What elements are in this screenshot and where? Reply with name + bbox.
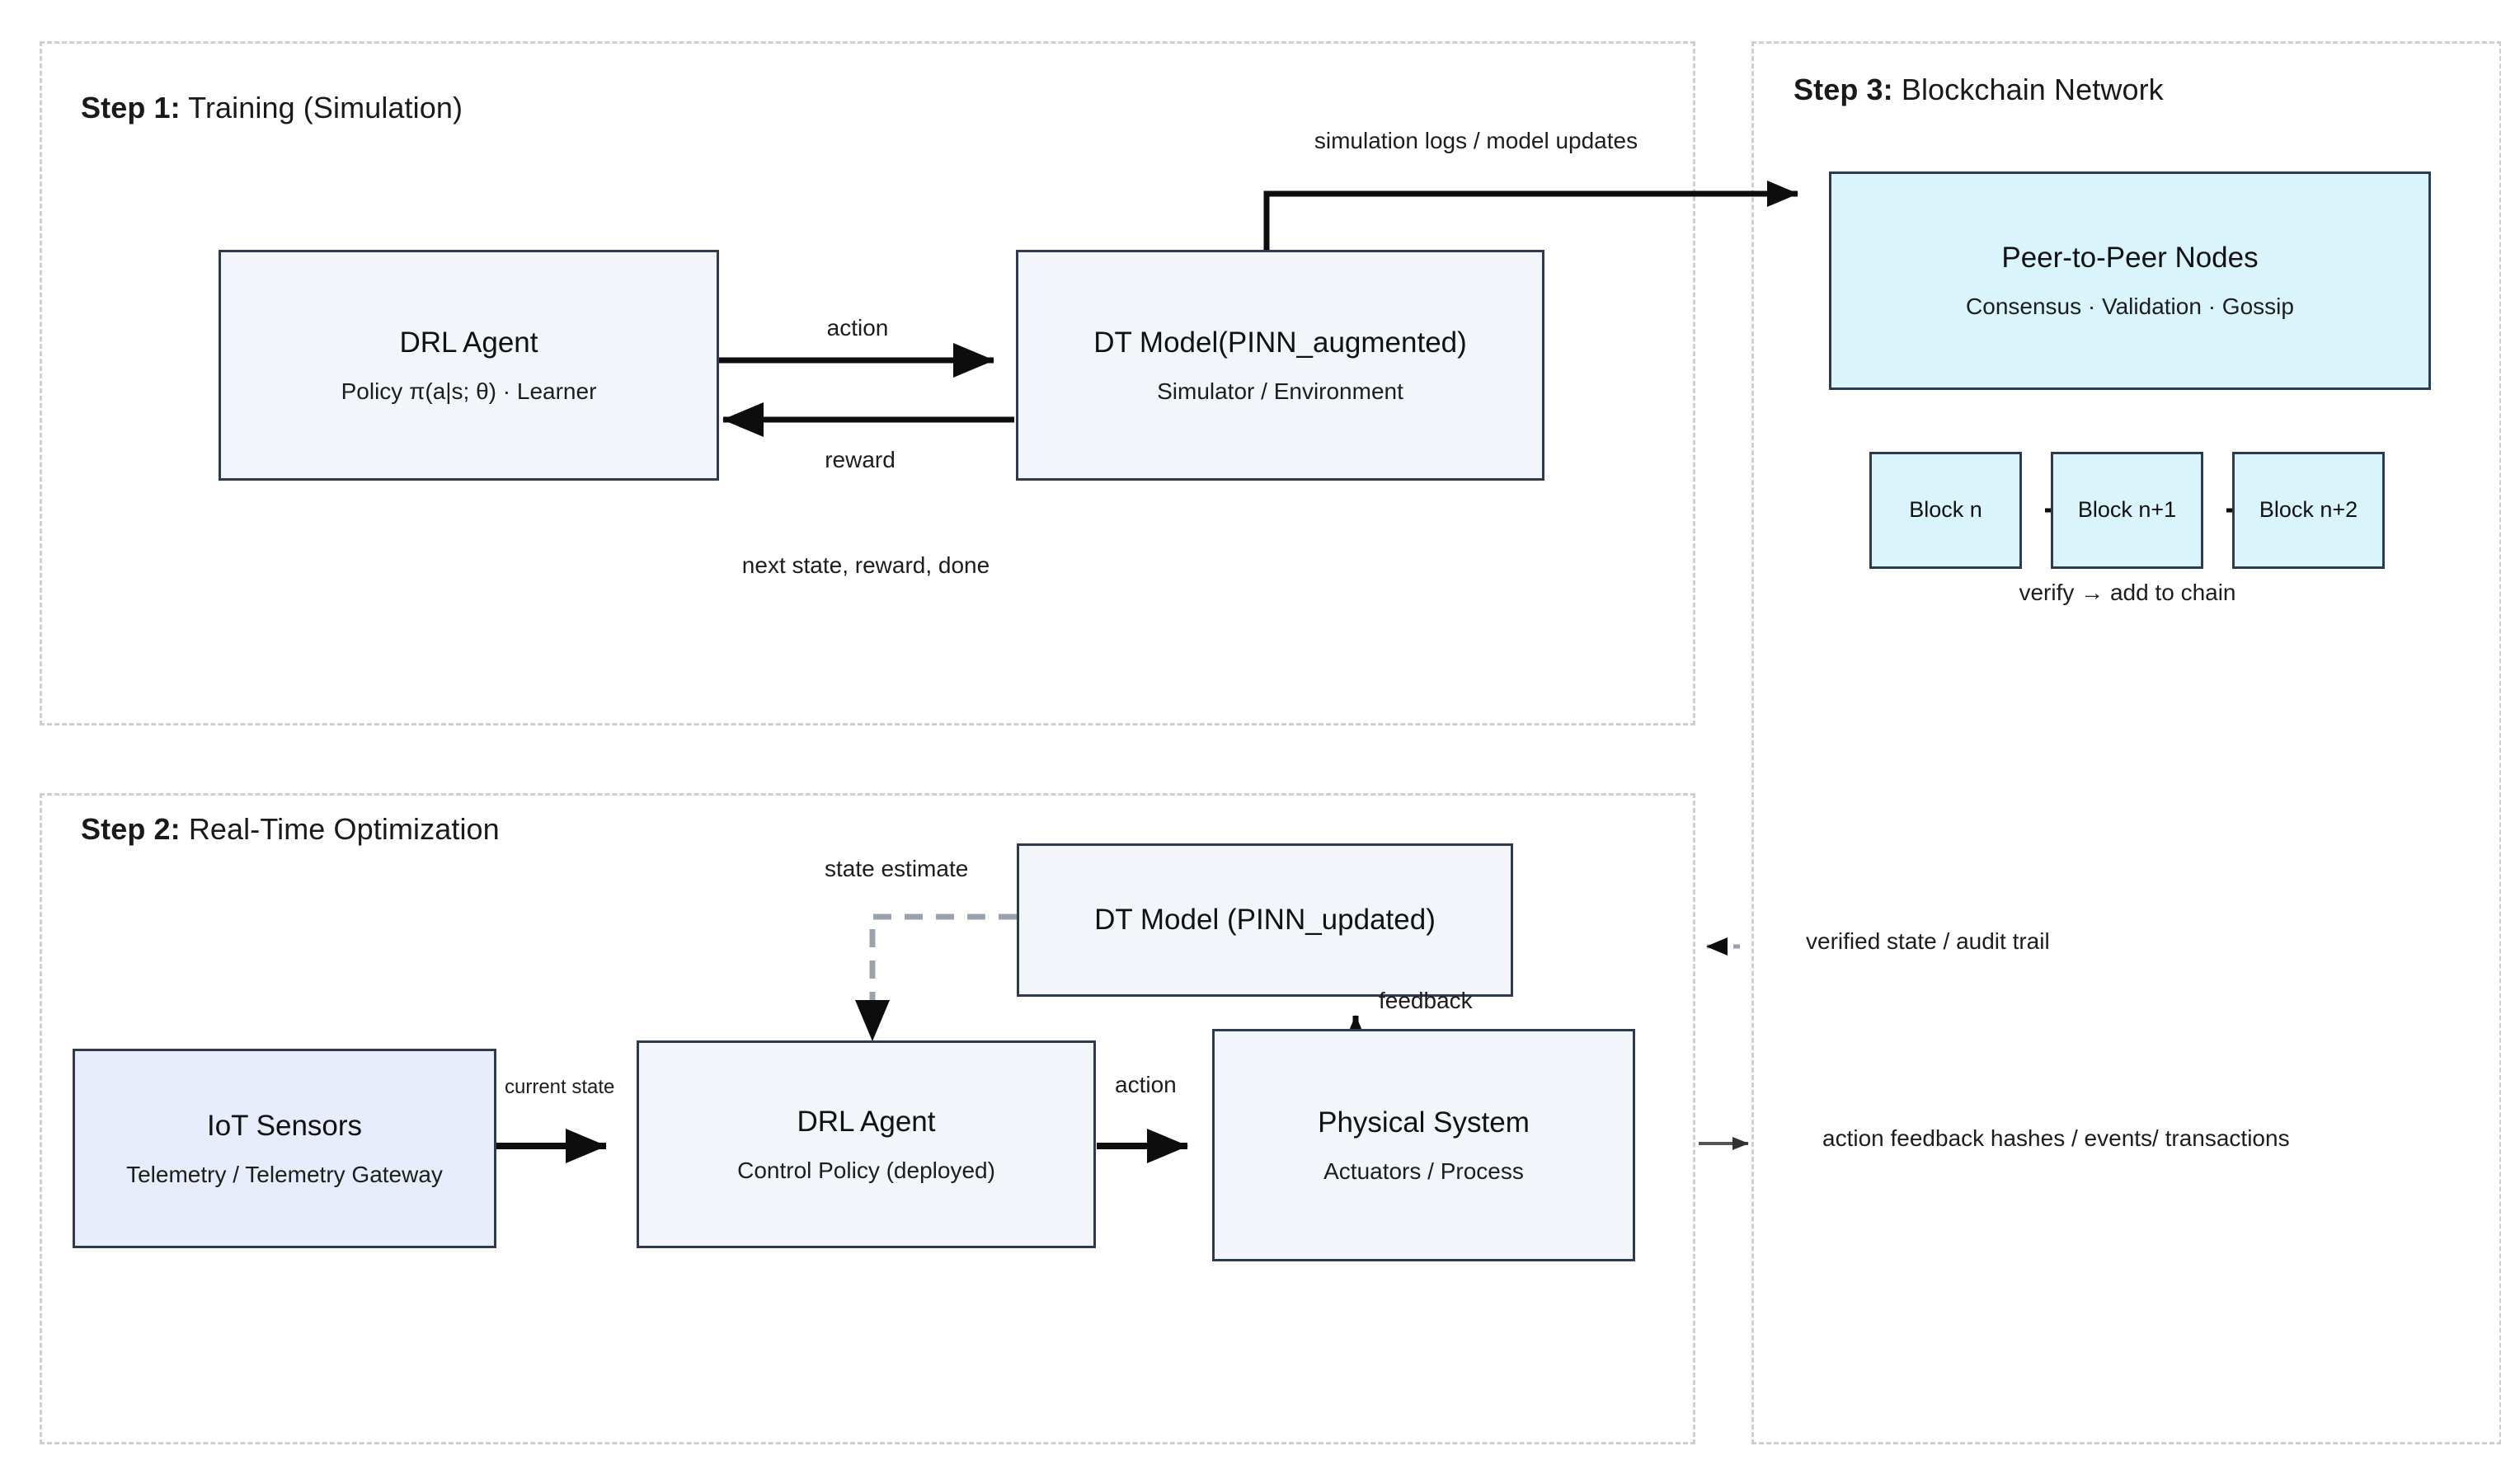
block-n-plus-2[interactable]: Block n+2 xyxy=(2232,452,2385,569)
step2-label-strong: Step 2: xyxy=(81,812,181,846)
node-physical-system[interactable]: Physical System Actuators / Process xyxy=(1212,1029,1635,1261)
block-n[interactable]: Block n xyxy=(1869,452,2022,569)
block-label: Block n+2 xyxy=(2259,497,2358,523)
node-drl-agent-deployed[interactable]: DRL Agent Control Policy (deployed) xyxy=(637,1040,1096,1248)
label-action-step1: action xyxy=(826,315,889,340)
step2-label-rest: Real-Time Optimization xyxy=(180,812,500,846)
step3-label-rest: Blockchain Network xyxy=(1892,73,2164,106)
label-current-state: current state xyxy=(505,1076,615,1098)
node-iot-sensors[interactable]: IoT Sensors Telemetry / Telemetry Gatewa… xyxy=(73,1049,496,1248)
label-feedback: feedback xyxy=(1379,988,1473,1013)
node-title: Physical System xyxy=(1318,1106,1530,1139)
step1-label-rest: Training (Simulation) xyxy=(180,91,463,124)
panel-step1 xyxy=(40,41,1695,726)
node-subtitle: Actuators / Process xyxy=(1323,1158,1524,1184)
node-title: DT Model(PINN_augmented) xyxy=(1093,326,1467,359)
panel-title-step1: Step 1: Training (Simulation) xyxy=(81,91,463,125)
panel-step3 xyxy=(1751,41,2501,1444)
label-action-feedback-hashes: action feedback hashes / events/ transac… xyxy=(1822,1125,2290,1151)
step1-label-strong: Step 1: xyxy=(81,91,181,124)
panel-title-step3: Step 3: Blockchain Network xyxy=(1793,73,2164,107)
edge-state-estimate xyxy=(855,913,1017,1041)
panel-step2 xyxy=(40,793,1695,1444)
edge-simulation-logs xyxy=(1263,181,1798,251)
label-action-step2: action xyxy=(1115,1072,1177,1097)
label-simulation-logs: simulation logs / model updates xyxy=(1314,128,1638,153)
node-title: DT Model (PINN_updated) xyxy=(1094,904,1436,937)
block-label: Block n xyxy=(1909,497,1982,523)
node-subtitle: Telemetry / Telemetry Gateway xyxy=(126,1161,443,1187)
block-label: Block n+1 xyxy=(2077,497,2177,523)
panel-title-step2: Step 2: Real-Time Optimization xyxy=(81,812,500,847)
node-title: IoT Sensors xyxy=(206,1109,363,1142)
node-dt-model-updated[interactable]: DT Model (PINN_updated) xyxy=(1017,843,1513,997)
node-subtitle: Simulator / Environment xyxy=(1157,378,1403,404)
label-state-estimate: state estimate xyxy=(825,856,969,881)
block-n-plus-1[interactable]: Block n+1 xyxy=(2051,452,2203,569)
node-subtitle: Control Policy (deployed) xyxy=(737,1157,995,1183)
label-verify-add-to-chain: verify → add to chain xyxy=(2019,580,2236,605)
node-title: Peer-to-Peer Nodes xyxy=(2001,242,2259,275)
step3-label-strong: Step 3: xyxy=(1793,73,1893,106)
node-subtitle: Policy π(a|s; θ) · Learner xyxy=(341,378,597,404)
label-reward-step1: reward xyxy=(825,447,896,472)
node-drl-agent-training[interactable]: DRL Agent Policy π(a|s; θ) · Learner xyxy=(219,250,719,481)
node-p2p-nodes[interactable]: Peer-to-Peer Nodes Consensus · Validatio… xyxy=(1829,171,2431,390)
node-subtitle: Consensus · Validation · Gossip xyxy=(1966,294,2294,320)
node-title: DRL Agent xyxy=(399,326,538,359)
label-verified-state: verified state / audit trail xyxy=(1806,928,2050,954)
label-transition-step1: next state, reward, done xyxy=(741,552,990,578)
node-title: DRL Agent xyxy=(797,1105,936,1138)
node-dt-model-augmented[interactable]: DT Model(PINN_augmented) Simulator / Env… xyxy=(1016,250,1544,481)
